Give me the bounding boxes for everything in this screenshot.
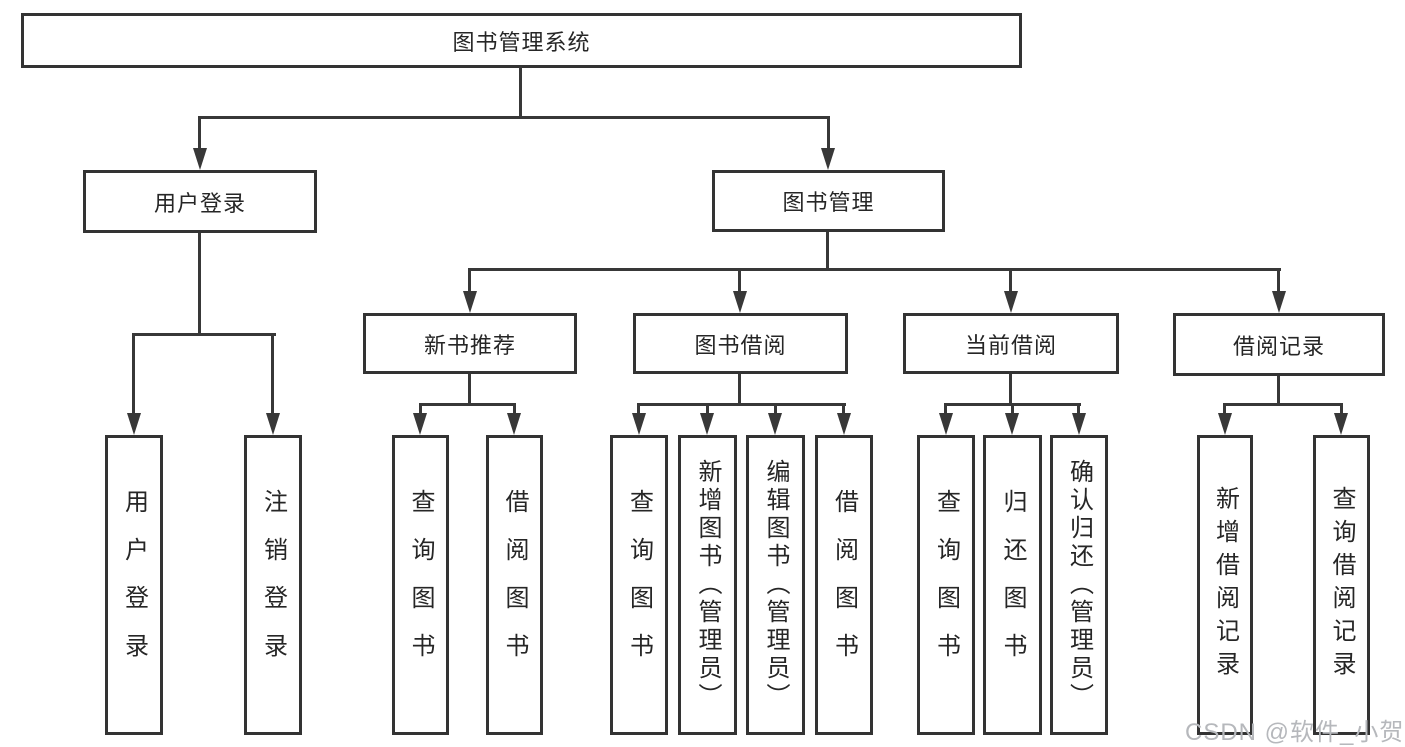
arrowhead-new-books [463, 291, 477, 313]
connector-borrow-records-branch [1223, 403, 1343, 406]
node-label: 当前借阅 [964, 332, 1057, 358]
leaf-user-login: 用户登录 [105, 435, 163, 735]
connector-book-borrow-stem [738, 374, 741, 405]
connector-to-leaf [944, 403, 947, 417]
connector-to-leaf [774, 403, 777, 417]
connector-user-login-branch [132, 333, 276, 336]
connector-book-borrow-branch [637, 403, 846, 406]
node-current-borrow: 当前借阅 [903, 313, 1119, 374]
arrowhead-leaf [1005, 413, 1019, 435]
arrowhead-book-borrow [733, 291, 747, 313]
arrowhead-leaf [632, 413, 646, 435]
connector-to-user-login [198, 116, 201, 152]
node-label: 图书管理系统 [452, 29, 591, 55]
connector-to-leaf [1077, 403, 1080, 417]
leaf-label: 新增图书（管理员） [694, 459, 721, 711]
leaf-label: 查询图书 [625, 489, 653, 681]
leaf-query-books-recommend: 查询图书 [392, 435, 449, 735]
connector-level2-branch [198, 116, 830, 119]
leaf-label: 借阅图书 [501, 489, 528, 681]
arrowhead-leaf [507, 413, 521, 435]
connector-borrow-records-stem [1277, 376, 1280, 405]
leaf-add-borrow-record: 新增借阅记录 [1197, 435, 1253, 735]
connector-to-leaf [1340, 403, 1343, 417]
connector-to-new-books [468, 268, 471, 295]
leaf-logout: 注销登录 [244, 435, 302, 735]
arrowhead-leaf-login [127, 413, 141, 435]
connector-new-books-branch [419, 403, 516, 406]
connector-level3-branch [468, 268, 1281, 271]
connector-current-borrow-stem [1009, 374, 1012, 405]
leaf-label: 借阅图书 [830, 489, 858, 681]
connector-to-current-borrow [1009, 268, 1012, 295]
connector-to-leaf [513, 403, 516, 417]
csdn-watermark: CSDN @软件_小贺同学 [1185, 719, 1405, 746]
leaf-confirm-return-admin: 确认归还（管理员） [1050, 435, 1108, 735]
arrowhead-leaf [939, 413, 953, 435]
leaf-query-borrow-record: 查询借阅记录 [1313, 435, 1370, 735]
arrowhead-current-borrow [1004, 291, 1018, 313]
leaf-label: 注销登录 [259, 489, 287, 681]
leaf-label: 查询借阅记录 [1328, 486, 1355, 684]
connector-to-book-mgmt [827, 116, 830, 152]
arrowhead-user-login [193, 148, 207, 170]
leaf-borrow-books: 借阅图书 [815, 435, 873, 735]
connector-to-leaf [419, 403, 422, 417]
arrowhead-borrow-records [1272, 291, 1286, 313]
node-book-borrow: 图书借阅 [633, 313, 848, 374]
leaf-label: 编辑图书（管理员） [762, 459, 789, 711]
arrowhead-leaf [413, 413, 427, 435]
connector-root-stem [519, 67, 522, 118]
node-label: 图书借阅 [694, 332, 787, 358]
node-borrow-records: 借阅记录 [1173, 313, 1385, 376]
connector-to-leaf [706, 403, 709, 417]
leaf-label: 用户登录 [120, 489, 148, 681]
leaf-add-books-admin: 新增图书（管理员） [678, 435, 737, 735]
connector-to-leaf [637, 403, 640, 417]
leaf-label: 新增借阅记录 [1211, 486, 1239, 684]
leaf-label: 确认归还（管理员） [1065, 459, 1093, 711]
connector-to-book-borrow [738, 268, 741, 295]
arrowhead-leaf [1072, 413, 1086, 435]
node-label: 借阅记录 [1232, 333, 1325, 359]
node-label: 图书管理 [782, 190, 875, 215]
leaf-label: 归还图书 [999, 489, 1026, 681]
leaf-query-books-current: 查询图书 [917, 435, 975, 735]
connector-to-leaf-logout [271, 333, 274, 417]
connector-to-leaf [1011, 403, 1014, 417]
arrowhead-leaf [837, 413, 851, 435]
arrowhead-book-mgmt [821, 148, 835, 170]
connector-user-login-stem [198, 233, 201, 333]
node-user-login: 用户登录 [83, 170, 317, 233]
connector-to-leaf-login [132, 333, 135, 417]
node-book-management: 图书管理 [712, 170, 945, 232]
arrowhead-leaf [1334, 413, 1348, 435]
arrowhead-leaf [1218, 413, 1232, 435]
connector-to-leaf [1223, 403, 1226, 417]
leaf-edit-books-admin: 编辑图书（管理员） [746, 435, 805, 735]
leaf-query-books-borrow: 查询图书 [610, 435, 668, 735]
node-new-book-recommend: 新书推荐 [363, 313, 577, 374]
leaf-borrow-books-recommend: 借阅图书 [486, 435, 543, 735]
arrowhead-leaf [700, 413, 714, 435]
connector-to-leaf [842, 403, 845, 417]
node-label: 新书推荐 [423, 332, 516, 358]
connector-to-borrow-records [1277, 268, 1280, 295]
node-label: 用户登录 [153, 190, 246, 216]
node-library-management-system: 图书管理系统 [21, 13, 1022, 68]
connector-new-books-stem [468, 374, 471, 405]
leaf-label: 查询图书 [932, 489, 960, 681]
leaf-return-books: 归还图书 [983, 435, 1042, 735]
arrowhead-leaf-logout [266, 413, 280, 435]
leaf-label: 查询图书 [407, 489, 434, 681]
arrowhead-leaf [768, 413, 782, 435]
connector-book-mgmt-stem [826, 232, 829, 270]
